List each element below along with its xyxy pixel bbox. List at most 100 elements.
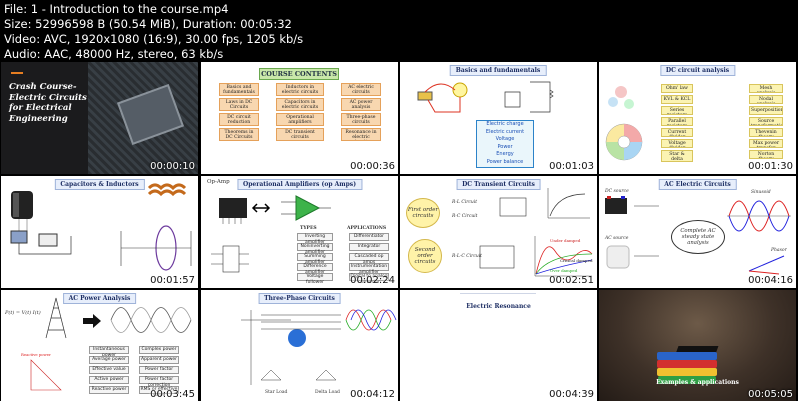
content-item: Capacitors in electric circuits [276,98,324,111]
slide-title: Basics and fundamentals [449,65,547,76]
thumbnail-12[interactable]: Examples & applications 00:05:05 [599,290,796,401]
thumbnail-10[interactable]: Three-Phase Circuits Star Load Delta Loa… [201,290,398,401]
thumbnail-11[interactable]: Electric Resonance 00:04:39 [400,290,597,401]
bulb-icon [452,82,468,98]
analysis-item: Thevenin theory [749,128,783,137]
power-item: Active power [89,376,129,384]
timestamp: 00:02:24 [350,275,395,286]
content-item: Inductors in electric circuits [276,83,324,96]
concept-list: Electric charge Electric current Voltage… [476,120,534,168]
power-item: Power factor [139,366,179,374]
slide-title: Capacitors & Inductors [54,179,145,190]
analysis-item: Mesh analysis [749,84,783,93]
thumbnail-9[interactable]: AC Power Analysis P(t) = V(t) I(t) React… [1,290,198,401]
power-formula: P(t) = V(t) I(t) [5,310,41,316]
rl-circuit-label: R-L Circuit [452,200,478,205]
opamp-label: Op-Amp [207,179,230,185]
application-item: Cascaded op amps [349,253,389,265]
timestamp: 00:03:45 [150,389,195,400]
analysis-item: Parallel resistors [661,117,693,126]
power-item: Complex power [139,346,179,354]
thumbnail-7[interactable]: DC Transient Circuits First order circui… [400,176,597,288]
divider [460,293,536,294]
rlc-circuit-label: R-L-C Circuit [452,254,482,259]
battery-icon [417,91,433,101]
power-item: RMS or effective value [139,386,179,398]
content-item: DC circuit reduction [219,113,259,126]
arrow-icon [83,314,101,328]
type-item: Noninverting amplifier [297,243,333,255]
thumbnail-5[interactable]: Capacitors & Inductors 00:01:57 [1,176,198,288]
power-item: Effective value [89,366,129,374]
power-analysis-diagram [30,297,192,391]
timestamp: 00:04:12 [350,389,395,400]
concept-item: Power [497,143,513,150]
analysis-item: Nodal analysis [749,95,783,104]
thumbnail-grid: Crash Course- Electric Circuits for Elec… [0,62,798,401]
book-icon [657,352,717,360]
thumbnail-1[interactable]: Crash Course- Electric Circuits for Elec… [1,62,198,174]
ohm-wheel-diagram [605,86,643,161]
basic-circuit-diagram [417,81,554,113]
type-item: Voltage follower [297,273,333,285]
timestamp: 00:04:16 [748,275,793,286]
content-item: Laws in DC Circuits [219,98,259,111]
critical-damped-label: Critical damped [560,258,593,263]
capacitor-inductor-image [10,183,192,271]
concept-item: Power balance [486,158,524,165]
applications-title: APPLICATIONS [347,226,387,231]
delta-load-label: Delta Load [315,390,340,395]
application-item: Digital to analog converter [349,273,389,285]
analysis-item: Ohm' law [661,84,693,93]
timestamp: 00:00:10 [150,161,195,172]
thumbnail-8[interactable]: AC Electric Circuits DC source AC source… [599,176,796,288]
power-item: Average power [89,356,129,364]
content-item: Basics and fundamentals [219,83,259,96]
book-icon [657,360,717,368]
type-item: Inverting amplifier [297,233,333,245]
timestamp: 00:01:57 [150,275,195,286]
accent-dash [11,72,23,74]
first-order-bubble: First order circuits [406,198,440,228]
slide-title: AC Power Analysis [62,293,137,304]
slide-title: COURSE CONTENTS [259,68,339,80]
sinusoid-label: Sinusoid [751,190,771,195]
under-damped-label: Under damped [550,238,581,243]
course-title: Crash Course- Electric Circuits for Elec… [9,82,87,124]
slide-title: Three-Phase Circuits [258,293,341,304]
analysis-item: Series resistors [661,106,693,115]
double-arrow-icon [251,203,271,213]
opamp-diagram [211,195,331,273]
analysis-item: Max power transfer [749,139,783,148]
power-item: Power factor correction [139,376,179,388]
slide-title: Electric Resonance [461,302,536,311]
timestamp: 00:01:30 [748,161,793,172]
thumbnail-3[interactable]: Basics and fundamentals Electric charge … [400,62,597,174]
slide-title: Operational Amplifiers (op Amps) [236,179,363,190]
book-icon [658,376,716,384]
timestamp: 00:02:51 [549,275,594,286]
video-info: Video: AVC, 1920x1080 (16:9), 30.00 fps,… [4,32,304,46]
concept-item: Voltage [495,136,515,142]
power-item: Apparent power [139,356,179,364]
analysis-item: Current divider [661,128,693,137]
slide-title: Examples & applications [656,379,739,386]
ac-source-label: AC source [605,236,629,241]
over-damped-label: Over damped [550,268,578,273]
amplifier-triangle-icon [295,195,321,221]
concept-item: Electric current [485,128,525,135]
three-phase-diagram [241,309,397,385]
star-load-label: Star Load [265,390,288,395]
analysis-item: Norton theory [749,150,783,159]
analysis-item: Star & delta transformation [661,150,693,162]
ic-chip-icon [219,198,247,218]
content-item: Theorems in DC Circuits [219,128,259,141]
transient-response-plot [479,188,593,277]
application-item: Differentiator [349,233,389,241]
content-item: Resonance in electric circuits [341,128,381,141]
dc-source-label: DC source [605,189,629,194]
thumbnail-2[interactable]: COURSE CONTENTS Basics and fundamentals … [201,62,398,174]
outlet-icon [606,245,630,269]
thumbnail-6[interactable]: Operational Amplifiers (op Amps) Op-Amp … [201,176,398,288]
thumbnail-4[interactable]: DC circuit analysis Ohm' law KVL & KCL S… [599,62,796,174]
